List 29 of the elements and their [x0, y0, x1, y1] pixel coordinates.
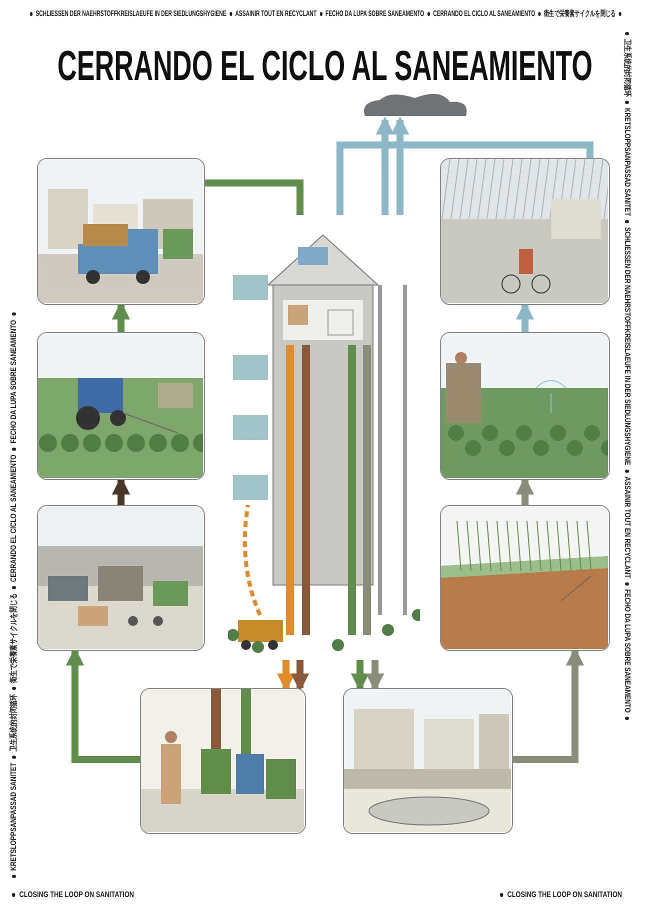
- rainy-street-illustration: [440, 158, 610, 305]
- market-truck-illustration: [37, 158, 205, 305]
- flow-arrow: [376, 116, 394, 215]
- border-text: CERRANDO EL CICLO AL SANEAMIENTO: [433, 9, 536, 18]
- wetland-illustration: [440, 505, 610, 651]
- border-text: SCHLIESSEN DER NAEHRSTOFFKREISLAEUFE IN DER SIEDLUNGSHYGIENE: [623, 227, 632, 466]
- irrigation-illustration: [440, 332, 610, 480]
- border-text: 卫生系统的封闭循环: [622, 39, 633, 97]
- border-text: KRETSLOPPSANPASSAD SANITET: [623, 108, 632, 216]
- border-text: CLOSING THE LOOP ON SANITATION: [507, 890, 622, 899]
- border-text: CERRANDO EL CICLO AL SANEAMIENTO: [9, 454, 18, 582]
- tractor-field-illustration: [37, 332, 205, 480]
- border-text: CLOSING THE LOOP ON SANITATION: [19, 890, 134, 899]
- compost-plant-illustration: [37, 505, 205, 651]
- border-text: ASSAINIR TOUT EN RECYCLANT: [623, 476, 632, 578]
- sewage-tank-illustration: [343, 688, 513, 834]
- border-text: FECHO DA LUPA SOBRE SANEAMENTO: [623, 589, 632, 713]
- flow-arrow: [390, 116, 410, 215]
- border-text: SCHLIESSEN DER NAEHRSTOFFKREISLAEUFE IN DER SIEDLUNGSHYGIENE: [36, 9, 226, 18]
- border-text: KRETSLOPPSANPASSAD SANITET: [9, 762, 18, 871]
- border-text: 衛生で栄養素サイクルを閉じる: [544, 8, 616, 19]
- border-text: ASSAINIR TOUT EN RECYCLANT: [235, 9, 316, 18]
- border-text: 衛生で栄養素サイクルを閉じる: [8, 593, 19, 683]
- poster-title: CERRANDO EL CICLO AL SANEAMIENTO: [56, 42, 592, 90]
- household-toilet-illustration: [140, 688, 306, 834]
- border-text: 卫生系统的封闭循环: [8, 694, 19, 752]
- border-text: FECHO DA LUPA SOBRE SANEAMENTO: [9, 320, 18, 444]
- flow-arrow: [290, 660, 310, 692]
- border-text: FECHO DA LUPA SOBRE SANEAMENTO: [325, 9, 424, 18]
